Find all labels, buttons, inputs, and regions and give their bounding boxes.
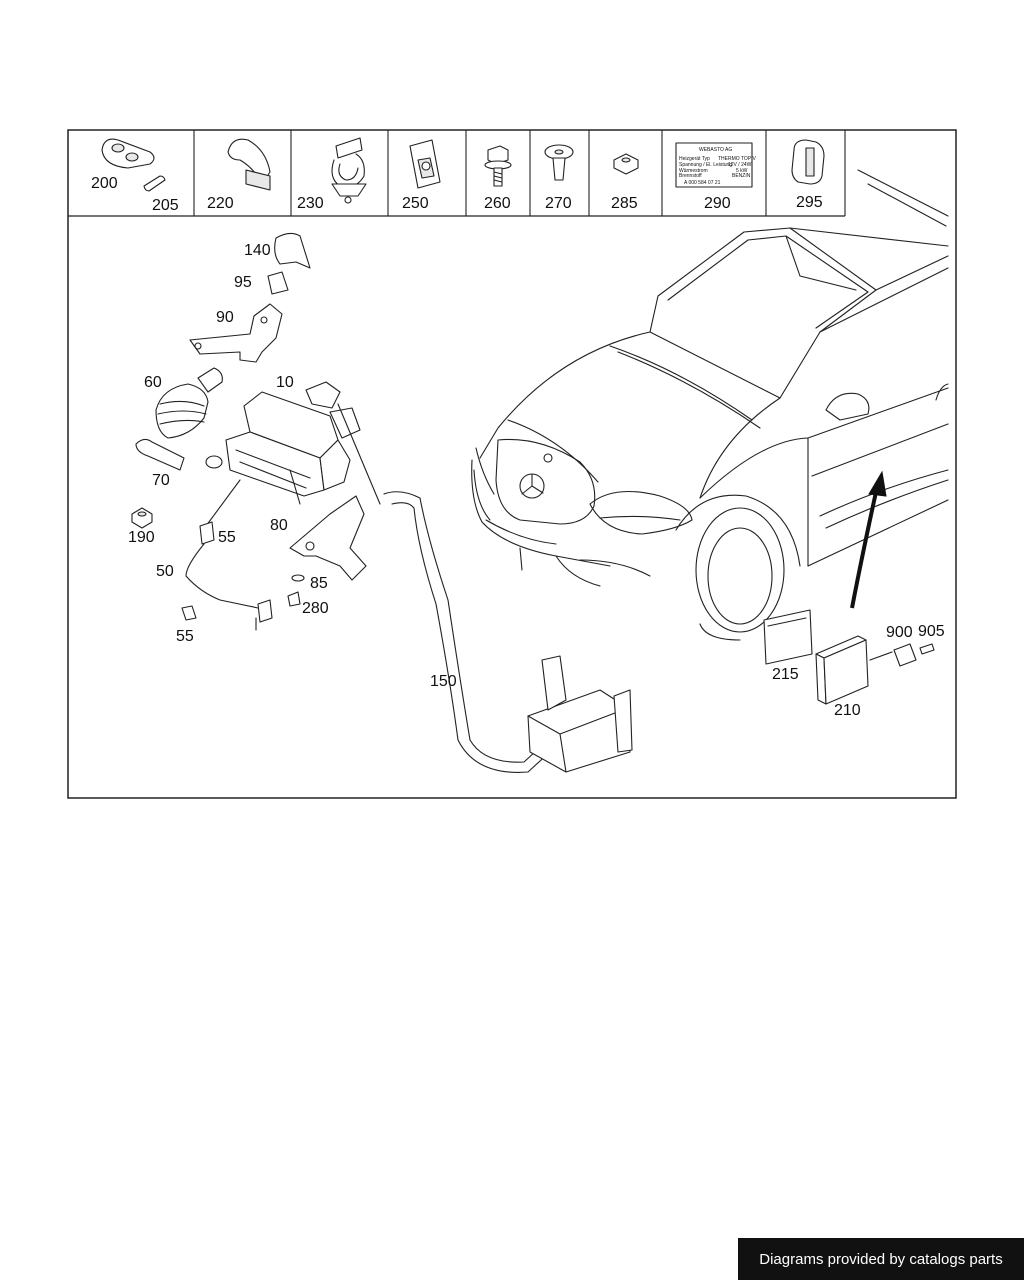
grommet-nut-icon bbox=[613, 153, 639, 175]
label-50: 50 bbox=[156, 563, 174, 580]
label-70: 70 bbox=[152, 472, 170, 489]
vehicle-illustration bbox=[471, 169, 949, 641]
label-85: 85 bbox=[310, 575, 328, 592]
type-plate-row-1-value: THERMO TOP V bbox=[718, 156, 756, 162]
location-arrow bbox=[850, 470, 887, 609]
part-80-support-bracket bbox=[289, 403, 381, 581]
label-150: 150 bbox=[430, 673, 457, 690]
header-parts-strip bbox=[68, 130, 846, 217]
label-205: 205 bbox=[152, 197, 179, 214]
battery-cell-icon bbox=[143, 175, 166, 192]
label-295: 295 bbox=[796, 194, 823, 211]
label-90: 90 bbox=[216, 309, 234, 326]
label-220: 220 bbox=[207, 195, 234, 212]
label-905: 905 bbox=[918, 623, 945, 640]
spring-nut-icon bbox=[409, 139, 441, 189]
label-60: 60 bbox=[144, 374, 162, 391]
type-plate-row-4-key: Brennstoff bbox=[679, 173, 702, 179]
label-140: 140 bbox=[244, 242, 271, 259]
part-95-rubber-mount bbox=[267, 271, 289, 295]
label-285: 285 bbox=[611, 195, 638, 212]
part-190-nut bbox=[131, 507, 153, 529]
label-270: 270 bbox=[545, 195, 572, 212]
type-plate-row-4-value: BENZIN bbox=[732, 173, 751, 179]
label-80: 80 bbox=[270, 517, 288, 534]
part-10-heater-unit bbox=[225, 381, 361, 505]
label-280: 280 bbox=[302, 600, 329, 617]
hose-clamp-icon bbox=[227, 138, 271, 191]
label-210: 210 bbox=[834, 702, 861, 719]
type-plate-row-2-key: Spannung / El. Leistung bbox=[679, 162, 732, 168]
part-60-intake-bellows bbox=[155, 367, 223, 439]
part-85-280-washer-bolt bbox=[287, 574, 305, 607]
type-plate-label: WEBASTO AG Heizgerät Typ THERMO TOP V Sp… bbox=[675, 142, 756, 188]
label-190: 190 bbox=[128, 529, 155, 546]
label-200: 200 bbox=[91, 175, 118, 192]
footer-credit: Diagrams provided by catalogs parts bbox=[738, 1238, 1024, 1280]
label-290: 290 bbox=[704, 195, 731, 212]
rubber-buffer-icon bbox=[791, 139, 825, 185]
part-90-mounting-bracket bbox=[189, 303, 283, 363]
label-95: 95 bbox=[234, 274, 252, 291]
label-230: 230 bbox=[297, 195, 324, 212]
flange-bolt-icon bbox=[484, 145, 512, 187]
label-10: 10 bbox=[276, 374, 294, 391]
label-215: 215 bbox=[772, 666, 799, 683]
part-70-hose bbox=[135, 438, 223, 471]
control-unit-210 bbox=[815, 635, 869, 705]
plastic-rivet-icon bbox=[544, 144, 574, 181]
type-plate-row-1-key: Heizgerät Typ bbox=[679, 156, 710, 162]
remote-key-fob-icon bbox=[101, 138, 155, 169]
label-900: 900 bbox=[886, 624, 913, 641]
label-55-bottom: 55 bbox=[176, 628, 194, 645]
part-150-exhaust-pipe bbox=[383, 491, 553, 773]
exhaust-silencer bbox=[527, 655, 633, 773]
control-unit-215 bbox=[763, 609, 813, 665]
type-plate-row-3-key: Wärmestrom bbox=[679, 168, 708, 174]
type-plate-row-2-value: 12V / 24W bbox=[728, 162, 752, 168]
label-250: 250 bbox=[402, 195, 429, 212]
diagram-frame bbox=[67, 129, 957, 799]
type-plate-part-number: A 000 584 07 21 bbox=[684, 180, 721, 186]
type-plate-row-3-value: 5 kW bbox=[736, 168, 748, 174]
label-55-top: 55 bbox=[218, 529, 236, 546]
part-50-wiring-harness bbox=[181, 479, 273, 631]
part-140-bracket bbox=[274, 232, 311, 269]
type-plate-title: WEBASTO AG bbox=[699, 147, 732, 153]
connector-900-905 bbox=[869, 643, 935, 667]
pipe-clip-icon bbox=[331, 137, 367, 204]
label-260: 260 bbox=[484, 195, 511, 212]
